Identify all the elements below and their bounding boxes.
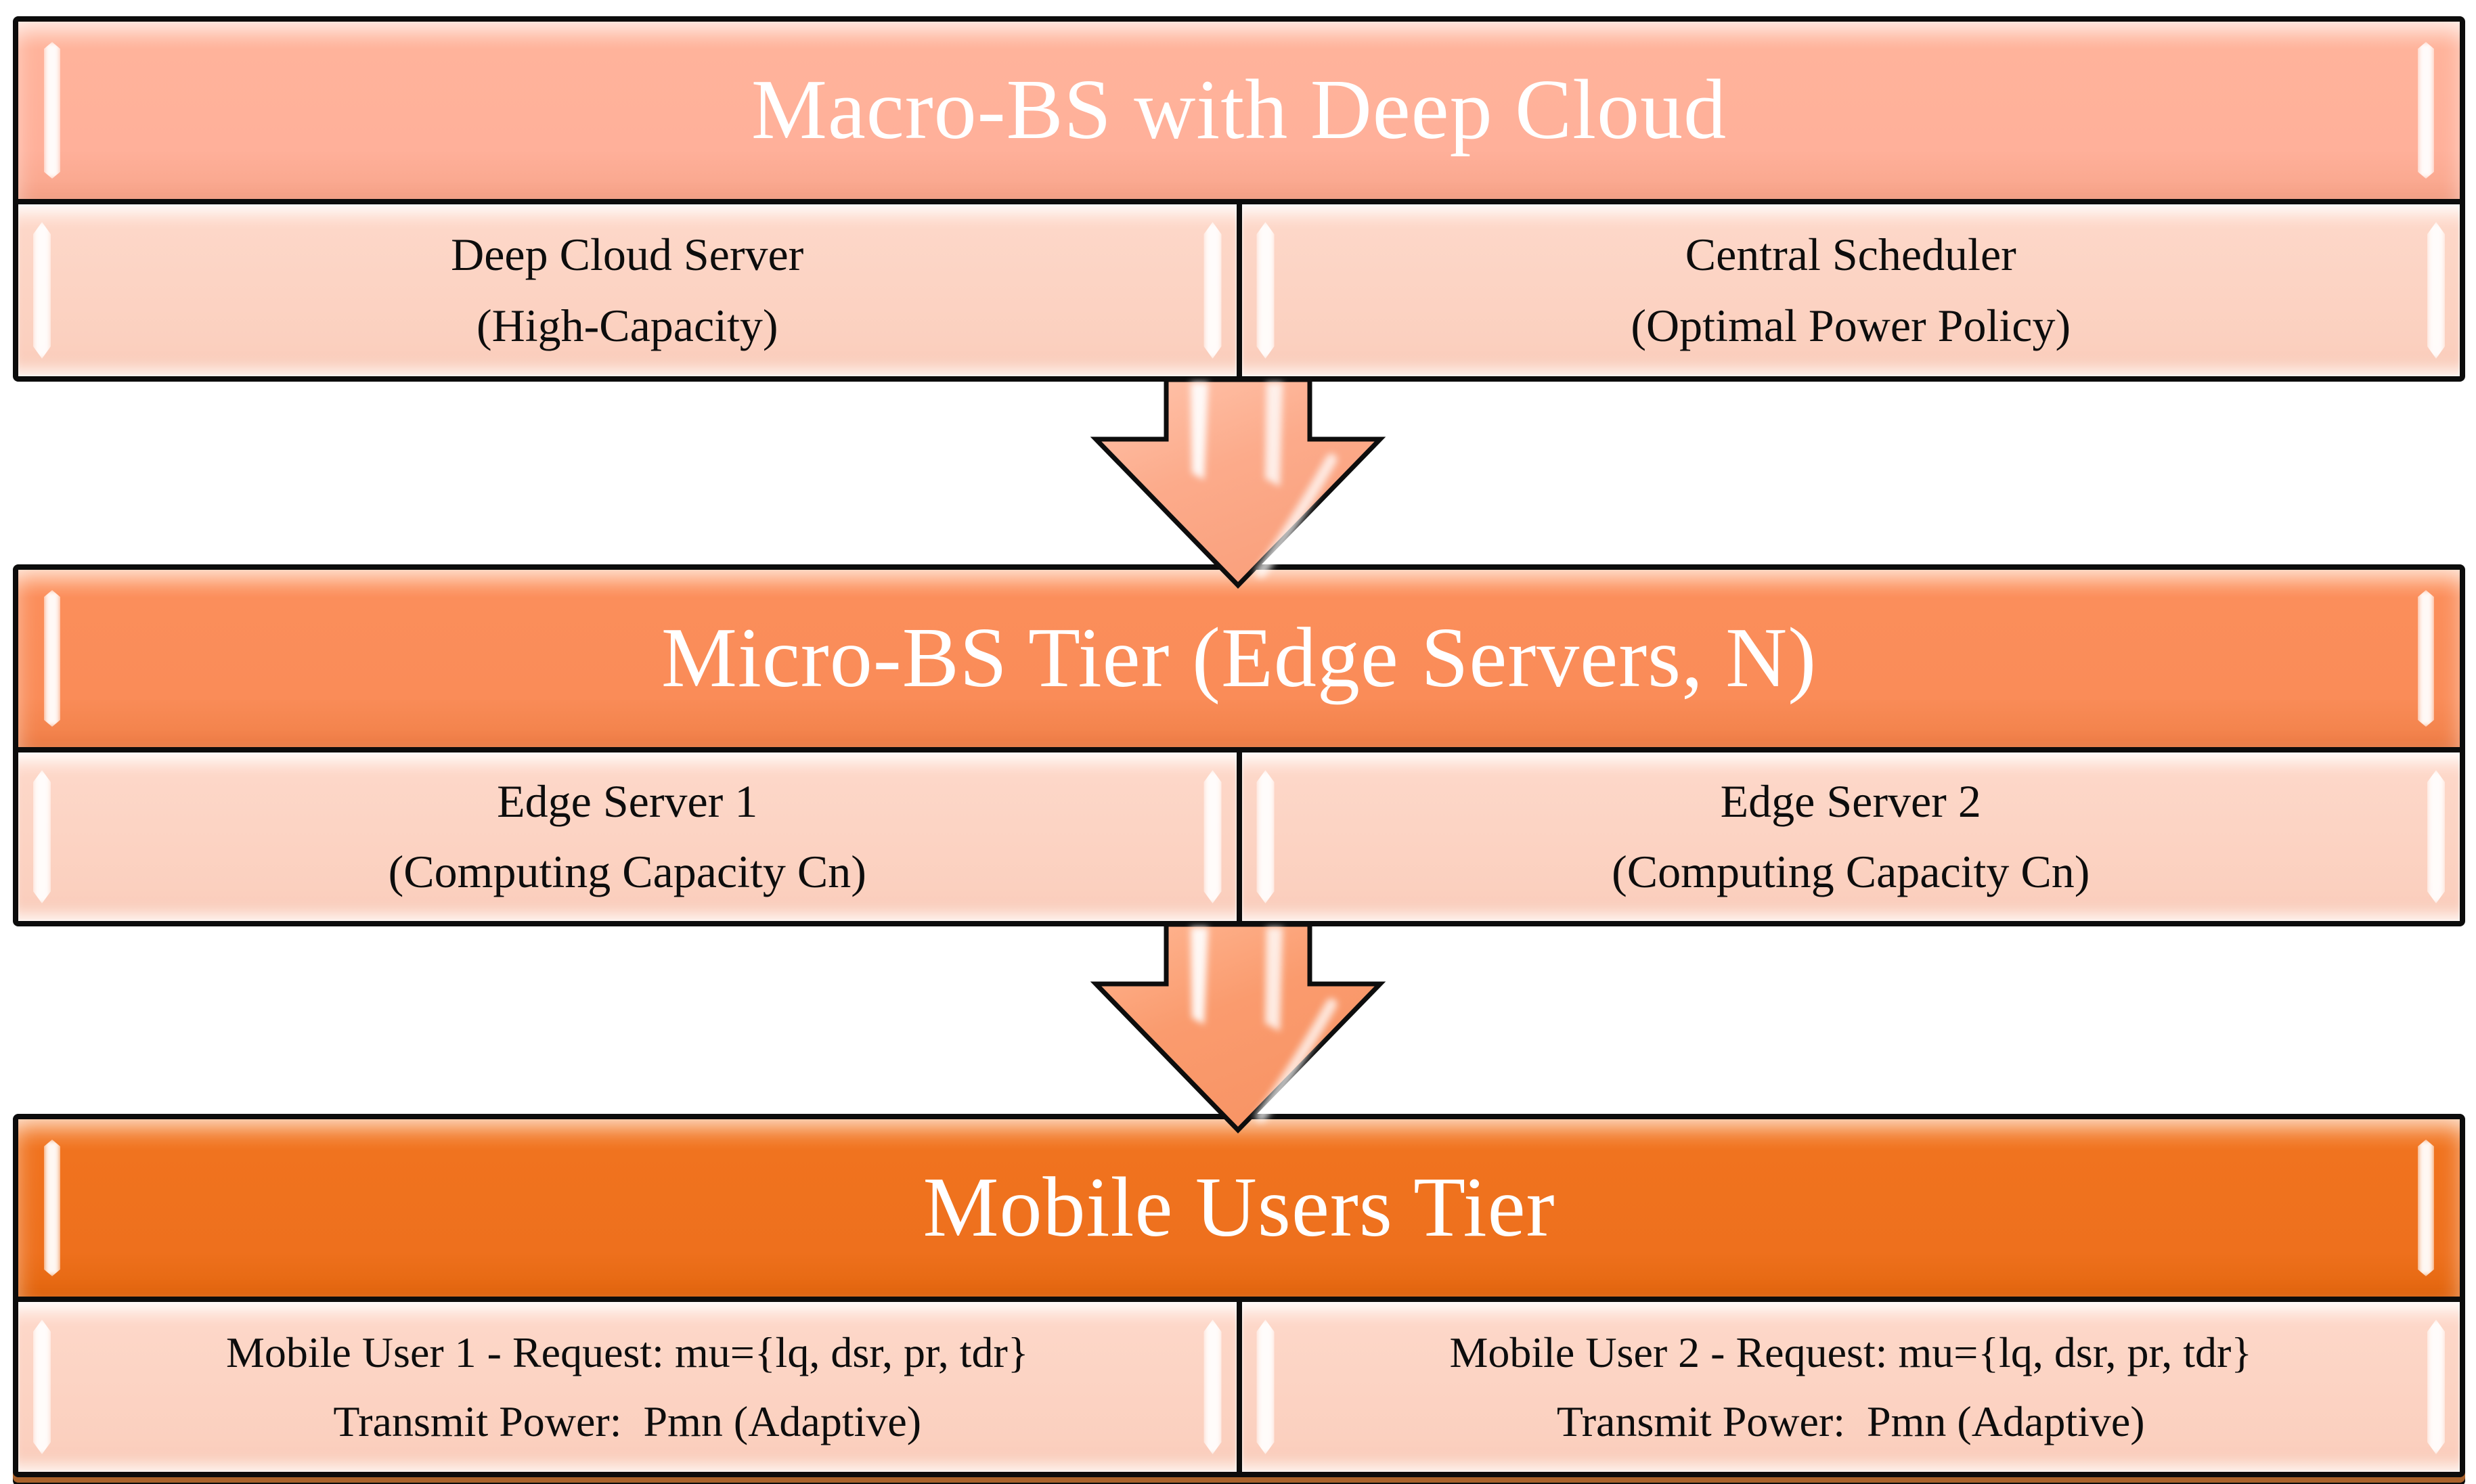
tier-macro-bs-title: Macro-BS with Deep Cloud — [751, 63, 1727, 157]
tier-macro-bs: Macro-BS with Deep Cloud Deep Cloud Serv… — [13, 16, 2465, 382]
cell-line: Mobile User 1 - Request: mu={lq, dsr, pr… — [225, 1328, 1029, 1376]
down-arrow-icon — [1090, 922, 1386, 1134]
down-arrow-icon — [1090, 377, 1386, 589]
cell-edge-server-1: Edge Server 1 (Computing Capacity Cn) — [18, 752, 1237, 921]
cell-line: Mobile User 2 - Request: mu={lq, dsr, pr… — [1449, 1328, 2253, 1376]
cell-edge-server-2: Edge Server 2 (Computing Capacity Cn) — [1236, 752, 2460, 921]
cell-line: Deep Cloud Server — [451, 228, 804, 280]
tier-micro-bs-header: Micro-BS Tier (Edge Servers, N) — [18, 570, 2460, 752]
tier-micro-bs-title: Micro-BS Tier (Edge Servers, N) — [661, 611, 1817, 705]
cell-line: (Optimal Power Policy) — [1631, 299, 2071, 351]
tier-macro-bs-subrow: Deep Cloud Server (High-Capacity) Centra… — [18, 204, 2460, 376]
tier-mobile-users-header: Mobile Users Tier — [18, 1119, 2460, 1302]
cell-line: (High-Capacity) — [476, 299, 778, 351]
cell-mobile-user-1: Mobile User 1 - Request: mu={lq, dsr, pr… — [18, 1302, 1237, 1472]
tier-mobile-users-title: Mobile Users Tier — [923, 1161, 1555, 1255]
tier-mobile-users-subrow: Mobile User 1 - Request: mu={lq, dsr, pr… — [18, 1302, 2460, 1472]
cell-line: Edge Server 1 — [497, 775, 758, 828]
cell-line: (Computing Capacity Cn) — [1612, 845, 2090, 897]
cell-line: (Computing Capacity Cn) — [388, 845, 866, 897]
tier-micro-bs-subrow: Edge Server 1 (Computing Capacity Cn) Ed… — [18, 752, 2460, 921]
tier-mobile-users: Mobile Users Tier Mobile User 1 - Reques… — [13, 1114, 2465, 1477]
cell-line: Central Scheduler — [1685, 228, 2016, 280]
cell-line: Transmit Power: Pmn (Adaptive) — [1556, 1397, 2145, 1446]
cell-line: Edge Server 2 — [1720, 775, 1981, 828]
cell-central-scheduler: Central Scheduler (Optimal Power Policy) — [1236, 204, 2460, 376]
cell-deep-cloud-server: Deep Cloud Server (High-Capacity) — [18, 204, 1237, 376]
tier-micro-bs: Micro-BS Tier (Edge Servers, N) Edge Ser… — [13, 564, 2465, 926]
tier-macro-bs-header: Macro-BS with Deep Cloud — [18, 22, 2460, 204]
cell-mobile-user-2: Mobile User 2 - Request: mu={lq, dsr, pr… — [1236, 1302, 2460, 1472]
cell-line: Transmit Power: Pmn (Adaptive) — [333, 1397, 922, 1446]
